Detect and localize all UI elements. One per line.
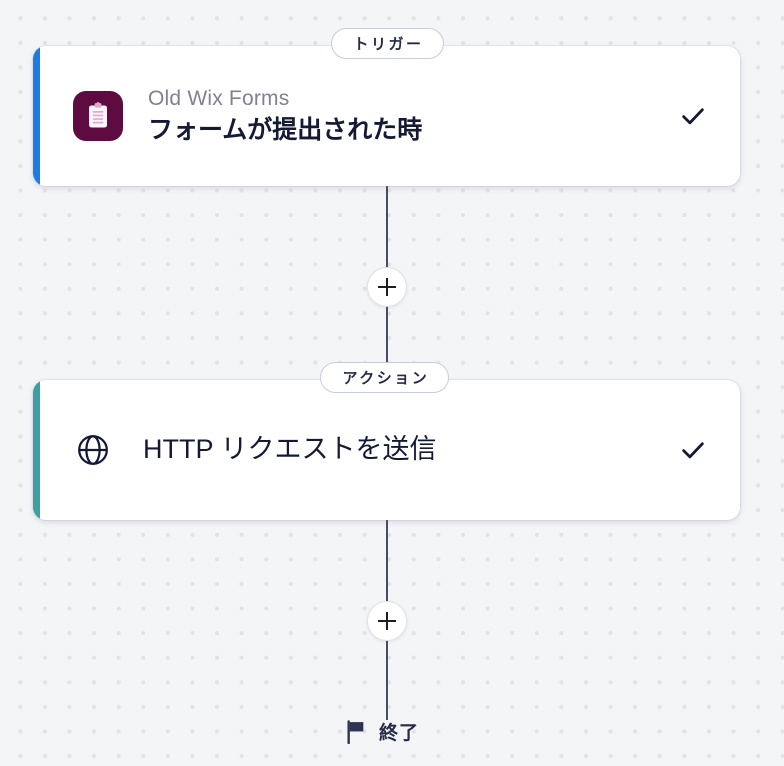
end-marker-label: 終了 (379, 723, 420, 744)
trigger-app-name: Old Wix Forms (148, 86, 290, 110)
workflow-end-marker: 終了 (345, 718, 419, 745)
flag-icon (347, 719, 364, 744)
connector-line-add2-to-end (386, 640, 388, 720)
connector-line-trigger-to-add1 (386, 186, 388, 268)
add-step-button-1[interactable] (367, 267, 407, 307)
trigger-type-pill: トリガー (331, 28, 444, 59)
clipboard-form-icon (73, 91, 123, 141)
globe-icon (73, 430, 113, 470)
trigger-check-icon (676, 99, 710, 133)
action-node-card[interactable]: HTTP リクエストを送信 (33, 380, 740, 520)
action-type-pill: アクション (320, 362, 450, 393)
plus-icon-vertical (386, 612, 388, 630)
action-title: HTTP リクエストを送信 (143, 434, 437, 465)
connector-line-action-to-add2 (386, 520, 388, 602)
trigger-node-text: Old Wix Forms フォームが提出された時 (148, 86, 676, 147)
action-check-icon (676, 433, 710, 467)
action-node-text: HTTP リクエストを送信 (143, 432, 676, 467)
plus-icon-vertical (386, 278, 388, 296)
action-accent-bar (33, 380, 40, 520)
add-step-button-2[interactable] (367, 601, 407, 641)
trigger-node-card[interactable]: Old Wix Forms フォームが提出された時 (33, 46, 740, 186)
trigger-accent-bar (33, 46, 40, 186)
trigger-title: フォームが提出された時 (148, 115, 423, 144)
connector-line-add1-to-action (386, 306, 388, 372)
